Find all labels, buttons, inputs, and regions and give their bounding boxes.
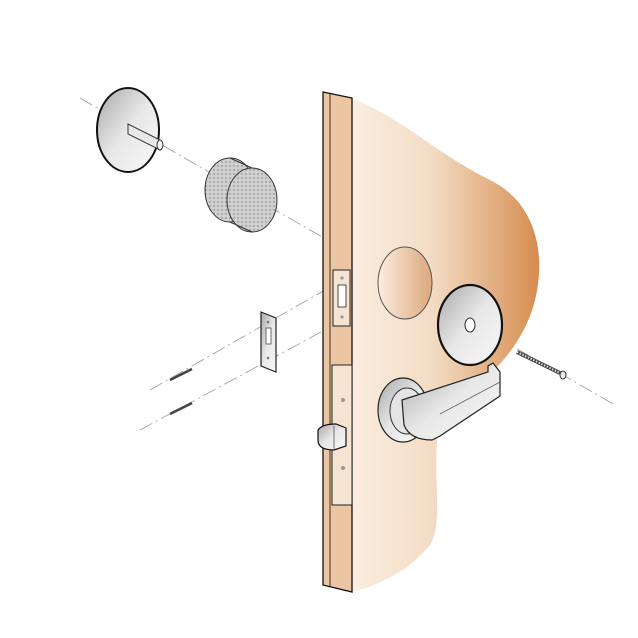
- lever-handle: [377, 362, 501, 443]
- thumb-latch: [317, 423, 347, 451]
- screw: [516, 350, 567, 380]
- strike-plate: [260, 311, 277, 373]
- door-bore-hole: [377, 246, 433, 320]
- inside-rose-with-spindle: [96, 87, 164, 173]
- latch-strike-edge: [332, 269, 351, 327]
- strike-screws: [169, 367, 193, 416]
- rose-plate: [436, 283, 504, 367]
- door-edge: [322, 91, 353, 593]
- cylinder-knob: [204, 157, 278, 233]
